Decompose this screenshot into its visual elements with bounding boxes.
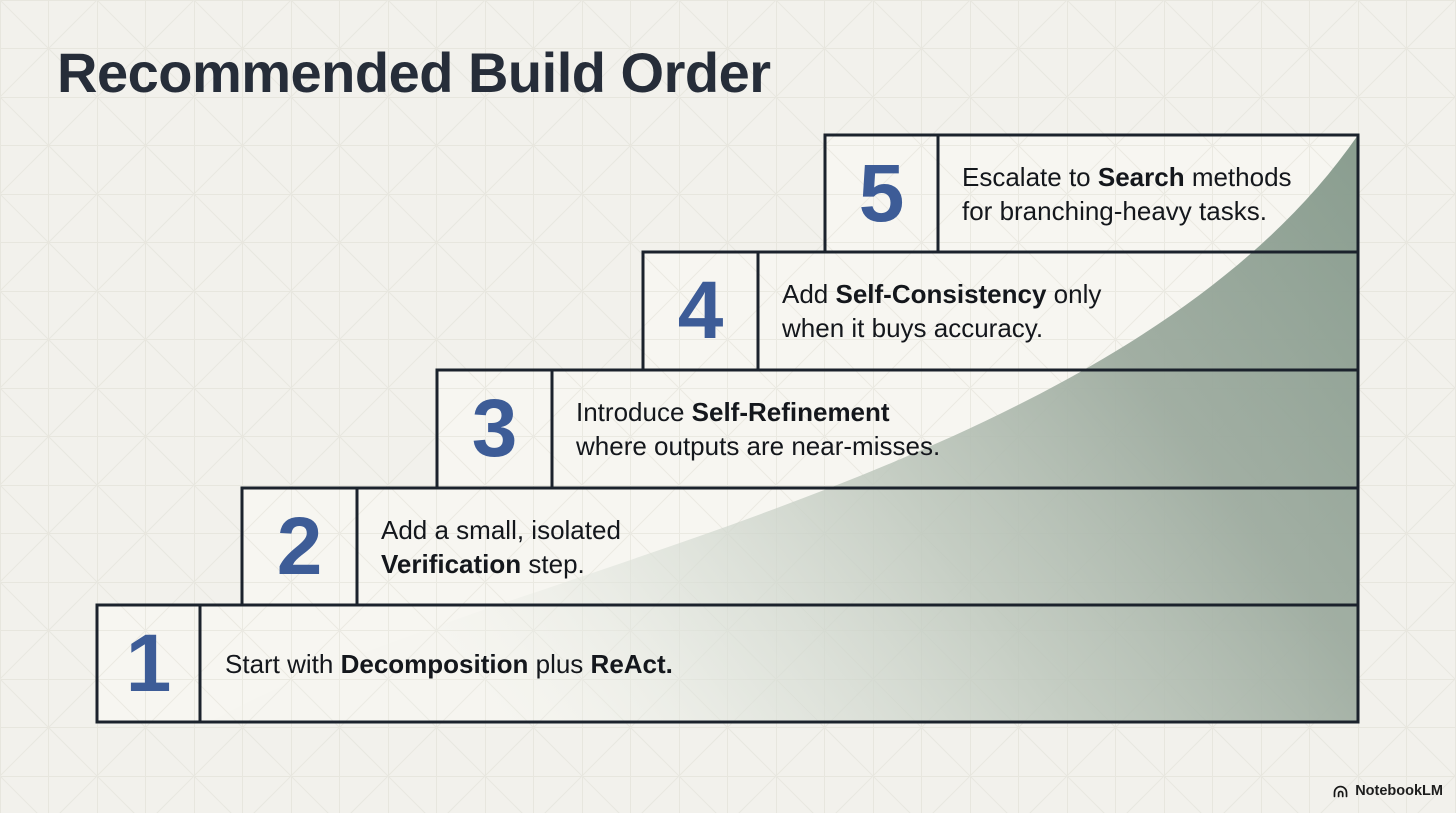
notebooklm-logo-icon	[1332, 783, 1349, 800]
step-2-number: 2	[276, 500, 323, 592]
step-2-text-line-2: Verification step.	[381, 548, 585, 579]
step-5-text-line-2: for branching-heavy tasks.	[962, 195, 1267, 226]
step-4-text-line-2: when it buys accuracy.	[782, 313, 1044, 343]
step-2-text-line-1: Add a small, isolated	[381, 514, 621, 545]
step-5-text-line-1: Escalate to Search methods	[962, 161, 1292, 192]
step-1-text: Start with Decomposition plus ReAct.	[225, 605, 1335, 722]
step-3-text: Introduce Self-Refinement where outputs …	[576, 370, 1336, 488]
step-box-borders	[95, 133, 1360, 724]
step-5-number: 5	[858, 147, 905, 239]
brand-watermark: NotebookLM	[1332, 781, 1443, 801]
step-3-number: 3	[471, 383, 518, 474]
step-2-text: Add a small, isolated Verification step.	[381, 488, 1331, 605]
step-5-text: Escalate to Search methods for branching…	[962, 135, 1352, 252]
step-4-number: 4	[677, 265, 724, 356]
step-4-text: Add Self-Consistency only when it buys a…	[782, 252, 1342, 370]
step-3-text-line-1: Introduce Self-Refinement	[576, 397, 890, 427]
step-4-text-line-1: Add Self-Consistency only	[782, 279, 1102, 309]
brand-name: NotebookLM	[1355, 783, 1443, 799]
step-1-number: 1	[125, 617, 172, 709]
step-1-text-line-1: Start with Decomposition plus ReAct.	[225, 648, 673, 679]
page-title: Recommended Build Order	[57, 41, 771, 104]
step-3-text-line-2: where outputs are near-misses.	[576, 431, 941, 461]
growth-triangle-shape	[210, 135, 1358, 722]
